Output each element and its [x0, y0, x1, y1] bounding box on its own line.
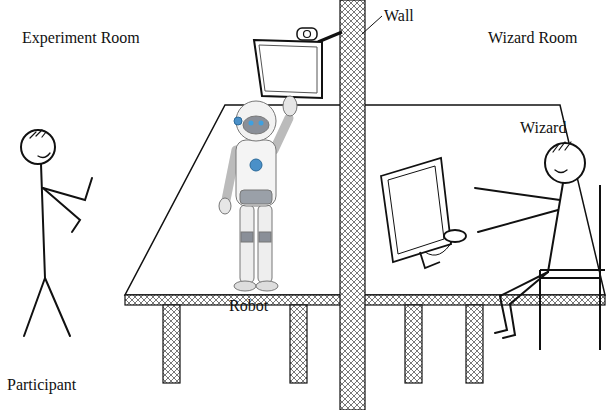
table-legs — [163, 305, 483, 383]
text-label: Robot — [229, 298, 268, 314]
wizard-computer — [381, 158, 466, 268]
text-label: Wizard — [520, 120, 566, 136]
text-label: Wizard Room — [488, 30, 578, 46]
wizard-figure — [475, 142, 585, 338]
leader-line — [362, 16, 382, 34]
text-label: Experiment Room — [22, 30, 140, 46]
wall-band — [340, 0, 365, 410]
text-label: Wall — [384, 8, 414, 24]
robot-figure — [219, 96, 297, 291]
monitor-camera — [254, 28, 342, 98]
participant-figure — [21, 130, 92, 336]
text-label: Participant — [7, 377, 76, 393]
